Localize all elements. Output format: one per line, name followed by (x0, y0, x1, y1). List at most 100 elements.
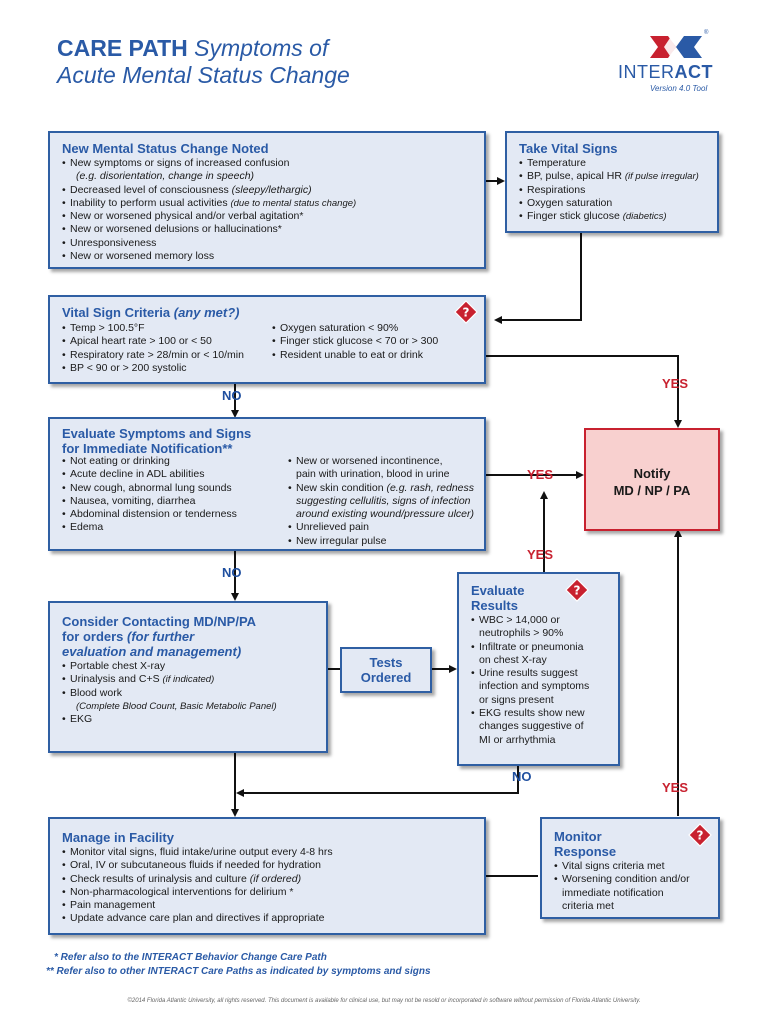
evaluate-left-list: Not eating or drinking Acute decline in … (62, 455, 287, 535)
no-label-evaluate: NO (222, 565, 242, 580)
list-item: Temp > 100.5°F (62, 322, 272, 336)
list-item: Not eating or drinking (62, 455, 287, 469)
consider-contacting-box: Consider Contacting MD/NP/PA for orders … (48, 601, 328, 753)
new-mental-status-list: New symptoms or signs of increased confu… (62, 157, 484, 264)
list-item: New cough, abnormal lung sounds (62, 482, 287, 496)
list-item: Vital signs criteria met (554, 860, 718, 874)
list-item: changes suggestive of (479, 720, 584, 733)
no-label-results: NO (512, 769, 532, 784)
list-item: Urinalysis and C+S (if indicated) (62, 673, 326, 687)
list-item: EKG (62, 713, 326, 727)
list-item: New or worsened incontinence, (288, 455, 484, 469)
arrow-criteria-to-notify (486, 355, 682, 428)
list-item: Respirations (519, 184, 717, 198)
list-item: Resident unable to eat or drink (272, 349, 472, 363)
list-item: suggesting cellulitis, signs of infectio… (296, 494, 471, 507)
warning-diamond-icon: ? (688, 823, 712, 847)
list-item: Non-pharmacological interventions for de… (62, 886, 484, 900)
evaluate-symptoms-title: Evaluate Symptoms and Signs (62, 426, 252, 441)
evaluate-symptoms-box: Evaluate Symptoms and Signs for Immediat… (48, 417, 486, 551)
title-bold: CARE PATH (57, 35, 188, 61)
list-item: Nausea, vomiting, diarrhea (62, 495, 287, 509)
logo-version: Version 4.0 Tool (650, 84, 708, 93)
tests-line-1: Tests (369, 655, 403, 670)
list-item: Inability to perform usual activities (d… (62, 197, 484, 211)
arrow-vitals-to-criteria (494, 233, 582, 324)
notify-line-2: MD / NP / PA (613, 483, 691, 498)
list-item: New symptoms or signs of increased confu… (62, 157, 484, 171)
list-item: Worsening condition and/or (554, 873, 718, 887)
notify-line-1: Notify (633, 466, 671, 481)
list-item: MI or arrhythmia (479, 733, 556, 746)
list-item: (e.g. disorientation, change in speech) (76, 170, 255, 183)
monitor-list: Vital signs criteria met Worsening condi… (554, 860, 718, 913)
list-item: Urine results suggest (471, 667, 618, 681)
new-mental-status-title: New Mental Status Change Noted (62, 141, 269, 156)
evaluate-symptoms-title-2: for Immediate Notification** (62, 441, 233, 456)
list-item: immediate notification (562, 886, 664, 899)
notify-box: Notify MD / NP / PA (584, 428, 720, 531)
yes-label-evaluate: YES (527, 467, 554, 482)
page-subtitle: Acute Mental Status Change (57, 62, 350, 88)
vital-sign-criteria-title: Vital Sign Criteria (any met?) (62, 305, 240, 320)
list-item: New or worsened memory loss (62, 250, 484, 264)
list-item: New skin condition (e.g. rash, redness (288, 482, 484, 496)
list-item: Portable chest X-ray (62, 660, 326, 674)
list-item: Unresponsiveness (62, 237, 484, 251)
yes-label-criteria: YES (662, 376, 689, 391)
list-item: Acute decline in ADL abilities (62, 468, 287, 482)
take-vital-signs-list: Temperature BP, pulse, apical HR (if pul… (519, 157, 717, 224)
list-item: WBC > 14,000 or (471, 614, 618, 628)
tests-line-2: Ordered (360, 670, 412, 685)
logo-text: INTERACT (618, 62, 713, 83)
take-vital-signs-title: Take Vital Signs (519, 141, 618, 156)
list-item: Temperature (519, 157, 717, 171)
criteria-right-list: Oxygen saturation < 90% Finger stick glu… (272, 322, 472, 362)
list-item: Check results of urinalysis and culture … (62, 873, 484, 887)
list-item: Monitor vital signs, fluid intake/urine … (62, 846, 484, 860)
interact-logo-icon (650, 36, 702, 58)
new-mental-status-box: New Mental Status Change Noted New sympt… (48, 131, 486, 269)
list-item: Abdominal distension or tenderness (62, 508, 287, 522)
monitor-title-2: Response (554, 844, 617, 859)
vital-sign-criteria-box: Vital Sign Criteria (any met?) Temp > 10… (48, 295, 486, 384)
evaluate-results-box: Evaluate Results WBC > 14,000 or neutrop… (457, 572, 620, 766)
results-title-1: Evaluate (471, 583, 525, 598)
list-item: Decreased level of consciousness (sleepy… (62, 184, 484, 198)
warning-diamond-icon: ? (565, 578, 589, 602)
title-italic: Symptoms of (194, 35, 329, 61)
logo-registered-mark: ® (704, 30, 709, 36)
manage-list: Monitor vital signs, fluid intake/urine … (62, 846, 484, 926)
list-item: BP, pulse, apical HR (if pulse irregular… (519, 170, 717, 184)
list-item: Edema (62, 521, 287, 535)
list-item: Finger stick glucose (diabetics) (519, 210, 717, 224)
yes-label-monitor: YES (662, 780, 689, 795)
list-item: neutrophils > 90% (479, 627, 564, 640)
manage-title: Manage in Facility (62, 830, 174, 845)
svg-text:?: ? (697, 829, 704, 843)
consider-title-3: evaluation and management) (62, 644, 242, 659)
consider-list: Portable chest X-ray Urinalysis and C+S … (62, 660, 326, 727)
consider-title-2: for orders (for further (62, 629, 195, 644)
warning-diamond-icon: ? (454, 300, 478, 324)
results-list: WBC > 14,000 or neutrophils > 90% Infilt… (471, 614, 618, 747)
results-title-2: Results (471, 598, 518, 613)
list-item: pain with urination, blood in urine (296, 468, 450, 481)
list-item: New or worsened physical and/or verbal a… (62, 210, 484, 224)
list-item: infection and symptoms (479, 680, 590, 693)
list-item: New or worsened delusions or hallucinati… (62, 223, 484, 237)
list-item: Apical heart rate > 100 or < 50 (62, 335, 272, 349)
copyright-notice: ©2014 Florida Atlantic University, all r… (127, 998, 641, 1004)
footnote-2: ** Refer also to other INTERACT Care Pat… (46, 966, 431, 977)
list-item: criteria met (562, 899, 614, 912)
list-item: Pain management (62, 899, 484, 913)
list-item: Infiltrate or pneumonia (471, 641, 618, 655)
list-item: or signs present (479, 693, 554, 706)
svg-text:?: ? (463, 306, 470, 320)
list-item: around existing wound/pressure ulcer) (296, 508, 475, 521)
interact-logo: ® INTERACT Version 4.0 Tool (618, 30, 728, 100)
page-title: CARE PATH Symptoms of (57, 34, 328, 62)
take-vital-signs-box: Take Vital Signs Temperature BP, pulse, … (505, 131, 719, 233)
list-item: Finger stick glucose < 70 or > 300 (272, 335, 472, 349)
logo-text-act: ACT (674, 62, 713, 82)
